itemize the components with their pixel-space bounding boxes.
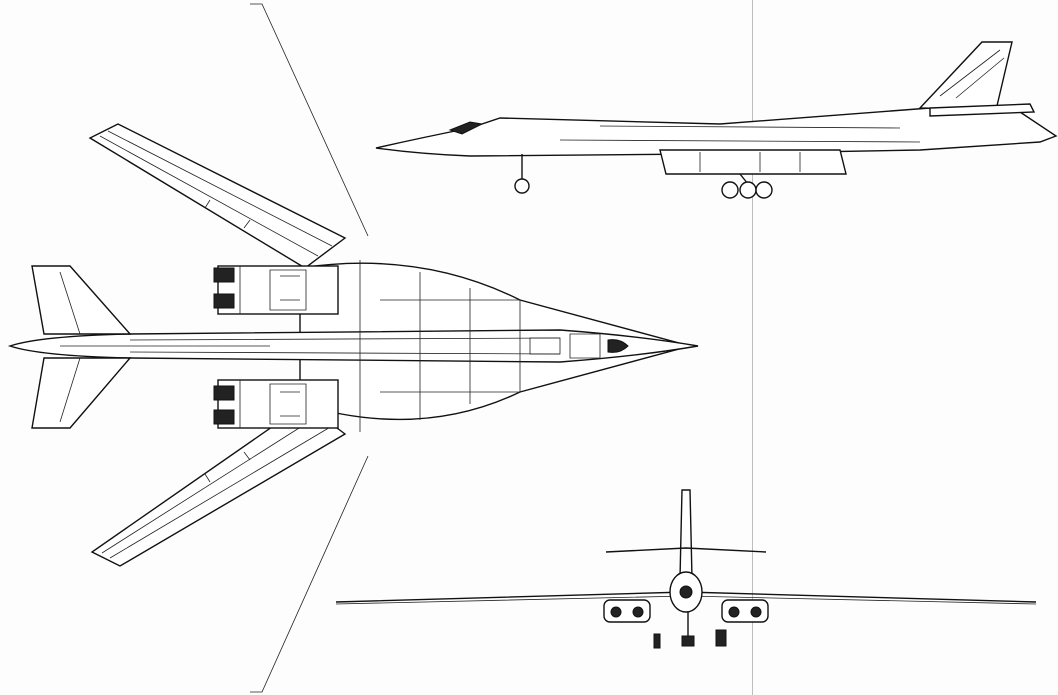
front-fin xyxy=(679,489,693,579)
side-tailplane xyxy=(929,103,1036,117)
front-engine-nacelles xyxy=(603,599,769,623)
plan-view xyxy=(7,3,699,693)
upper-wing xyxy=(88,123,347,269)
upper-tailplane xyxy=(31,265,132,335)
side-fuselage xyxy=(375,107,1058,157)
lower-engine-nacelles xyxy=(213,379,339,429)
lower-tailplane xyxy=(31,357,132,429)
upper-wing-ghost xyxy=(250,3,369,237)
side-view xyxy=(375,41,1058,199)
column-rule xyxy=(752,0,753,695)
front-view xyxy=(335,489,1037,649)
lower-wing-ghost xyxy=(250,455,369,693)
upper-engine-nacelles xyxy=(213,265,339,315)
nose-landing-gear xyxy=(514,154,530,194)
main-landing-gear xyxy=(721,173,773,199)
front-tailplane xyxy=(605,547,767,553)
front-landing-gear xyxy=(653,612,727,649)
side-cockpit xyxy=(448,121,484,135)
cockpit xyxy=(607,339,629,353)
side-engine-pod xyxy=(659,149,847,175)
